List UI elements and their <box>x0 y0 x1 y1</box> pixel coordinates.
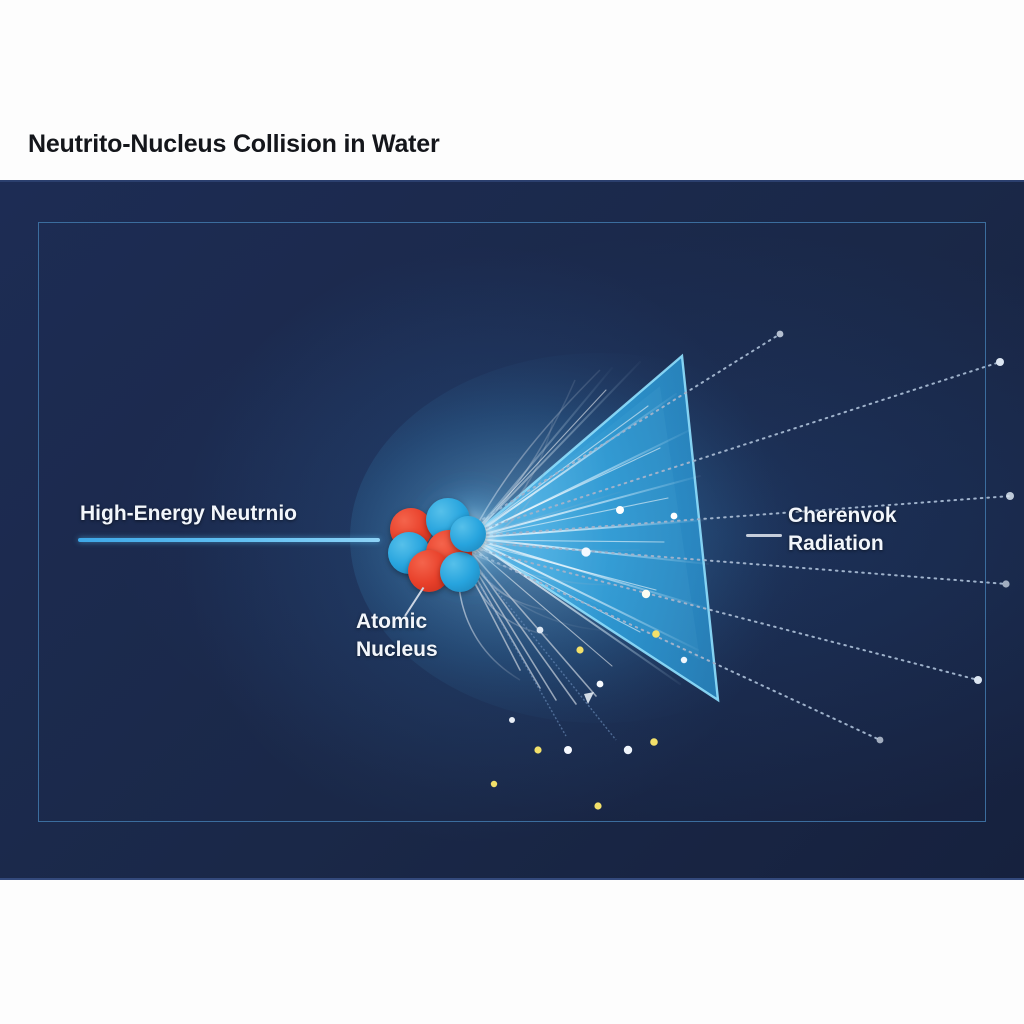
label-high-energy-neutrino: High-Energy Neutrnio <box>80 502 298 525</box>
spark-dots <box>490 506 688 810</box>
particle-graphics <box>350 330 1014 810</box>
cherenkov-leader-line <box>746 534 782 537</box>
track-end-dots <box>776 330 1014 744</box>
atomic-nucleus <box>388 494 492 592</box>
panel-bottom-rule <box>0 878 1024 880</box>
page-title: Neutrito-Nucleus Collision in Water <box>28 130 440 158</box>
dotted-tracks <box>471 333 1011 741</box>
nucleon-neutron <box>440 552 480 592</box>
title-bar: Neutrito-Nucleus Collision in Water <box>0 0 1024 180</box>
label-atomic-nucleus: Atomic Nucleus <box>356 610 438 661</box>
label-cherenkov-radiation: Cherenvok Radiation <box>788 504 897 555</box>
nucleon-neutron <box>450 516 486 552</box>
neutrino-beam-line <box>78 538 380 542</box>
panel-top-rule <box>0 180 1024 182</box>
diagram-panel: High-Energy Neutrnio Cherenvok Radiation… <box>0 180 1024 880</box>
